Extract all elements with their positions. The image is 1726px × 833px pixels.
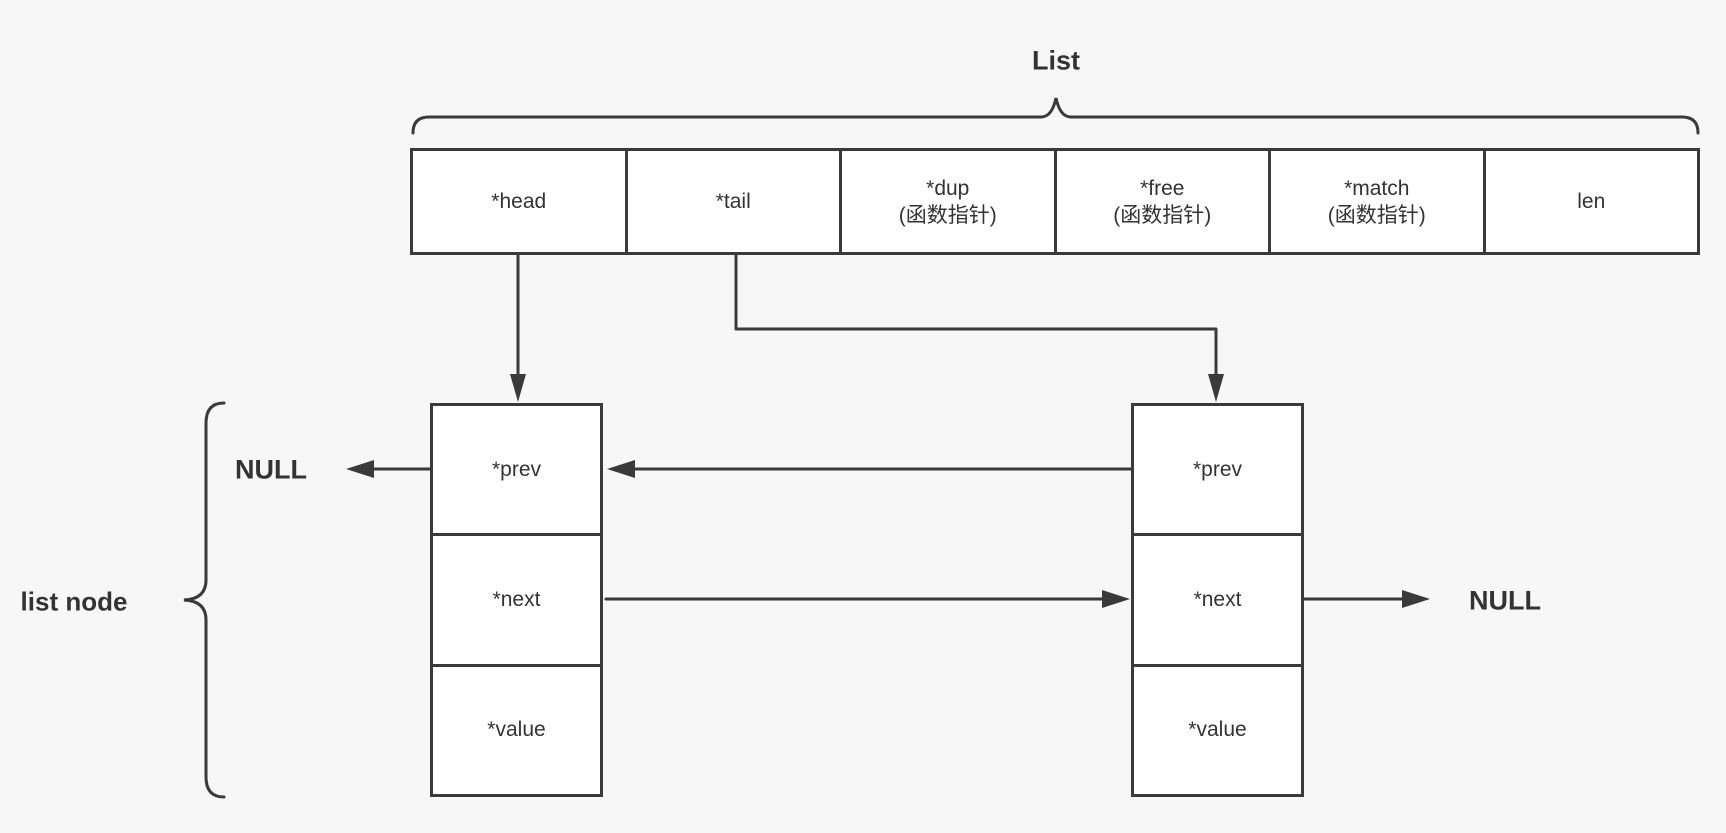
cell-tail-label: *tail [715,190,751,213]
null-label-left: NULL [235,454,307,485]
cell-free-sublabel: (函数指针) [1113,203,1212,227]
next-null-arrowhead [1402,590,1430,608]
list-node-caption: list node [20,586,128,617]
left-node-next-cell: *next [433,536,600,667]
right-node-next-cell: *next [1134,536,1301,667]
left-node-value-label: *value [487,718,546,742]
tail-arrowhead [1208,374,1224,402]
cell-match-label: *match [1344,176,1410,200]
prev-null-arrowhead [346,460,374,478]
cell-match: *match (函数指针) [1271,151,1486,252]
list-node-right: *prev *next *value [1131,403,1304,797]
left-node-next-label: *next [492,587,541,611]
head-arrowhead [510,374,526,402]
right-node-next-label: *next [1193,587,1242,611]
right-node-prev-label: *prev [1192,457,1243,481]
next-arrowhead [1102,590,1130,608]
left-node-prev-cell: *prev [433,406,600,537]
cell-len-label: len [1577,190,1606,213]
tail-arrow-line [734,253,1218,378]
cell-dup-label: *dup [926,176,970,200]
cell-free: *free (函数指针) [1057,151,1271,252]
cell-dup-sublabel: (函数指针) [898,203,997,227]
cell-head-label: *head [491,190,547,213]
null-label-right: NULL [1469,585,1541,616]
cell-dup: *dup (函数指针) [842,151,1057,252]
cell-match-sublabel: (函数指针) [1327,203,1426,227]
cell-len: len [1486,151,1698,252]
cell-tail: *tail [628,151,842,252]
list-node-left: *prev *next *value [430,403,603,797]
list-title: List [1031,45,1081,76]
right-node-value-cell: *value [1134,667,1301,794]
cell-head: *head [413,151,628,252]
left-node-value-cell: *value [433,667,600,794]
right-node-value-label: *value [1188,718,1247,742]
list-node-brace [183,401,226,799]
list-brace [411,97,1700,135]
prev-arrowhead [607,460,635,478]
list-struct-row: *head *tail *dup (函数指针) *free (函数指针) *ma… [410,148,1700,255]
right-node-prev-cell: *prev [1134,406,1301,537]
cell-free-label: *free [1140,176,1185,200]
left-node-prev-label: *prev [491,457,542,481]
